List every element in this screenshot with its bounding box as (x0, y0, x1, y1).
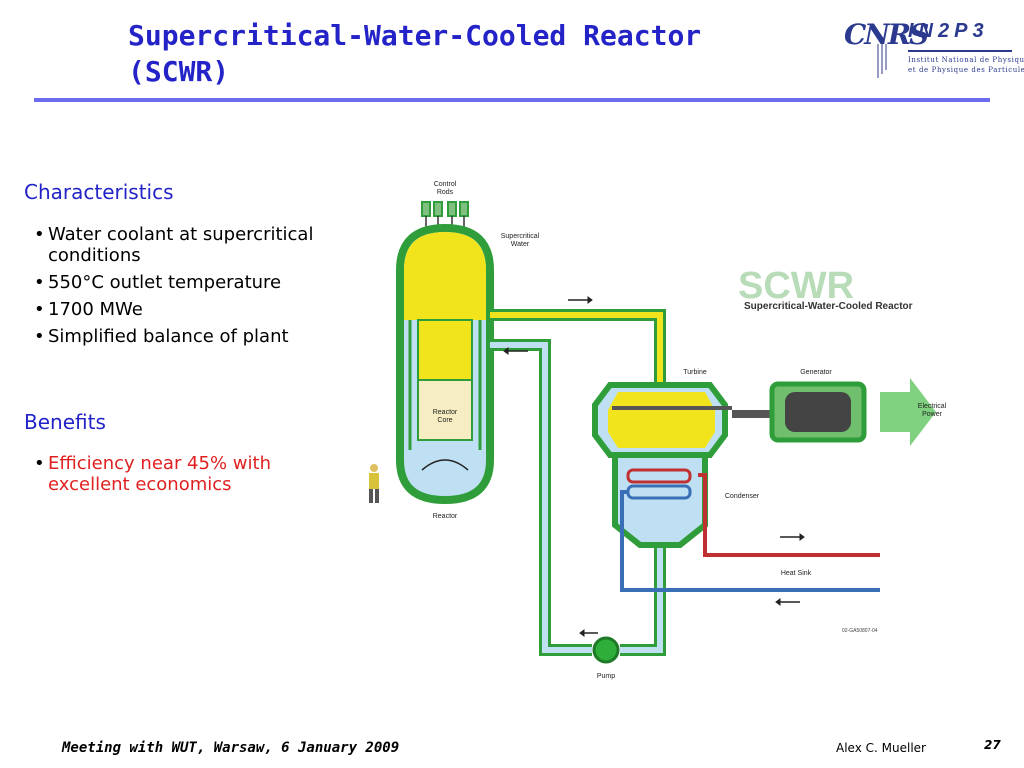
list-item: 1700 MWe (32, 299, 368, 320)
footer-author: Alex C. Mueller (836, 741, 926, 755)
label-reactor-core-1: Reactor (433, 409, 458, 416)
turbine (592, 382, 732, 458)
list-item: 550°C outlet temperature (32, 272, 368, 293)
label-control-rods-1: Control (434, 181, 457, 188)
label-control-rods-2: Rods (437, 189, 454, 196)
label-condenser: Condenser (725, 493, 760, 500)
flow-arrows (503, 296, 805, 637)
benefits-list: Efficiency near 45% with excellent econo… (32, 453, 342, 501)
footer-meeting: Meeting with WUT, Warsaw, 6 January 2009 (62, 740, 400, 756)
label-electrical-1: Electrical (918, 403, 947, 410)
characteristics-list: Water coolant at supercritical condition… (32, 224, 368, 353)
pump-icon (592, 636, 620, 664)
title-divider (34, 98, 990, 102)
cnrs-logo-mark (877, 44, 887, 78)
title-line-1: Supercritical-Water-Cooled Reactor (128, 19, 702, 52)
slide-title: Supercritical-Water-Cooled Reactor (SCWR… (128, 18, 768, 90)
label-reactor-core-2: Core (437, 417, 452, 424)
label-turbine: Turbine (683, 369, 707, 376)
label-heat-sink: Heat Sink (781, 570, 812, 577)
in2p3-logo-text: IN2P3 (908, 20, 989, 42)
label-supercritical-2: Water (511, 241, 530, 248)
cold-leg-pipe (490, 339, 666, 656)
condenser (612, 452, 708, 548)
label-reactor: Reactor (433, 513, 458, 520)
benefits-heading: Benefits (24, 410, 106, 434)
list-item: Water coolant at supercritical condition… (32, 224, 368, 266)
cnrs-logo-text: CNRS (844, 18, 929, 51)
logo-subtitle-2: et de Physique des Particules (908, 66, 1024, 74)
scwr-diagram: SCWR Supercritical-Water-Cooled Reactor … (369, 181, 947, 680)
characteristics-heading: Characteristics (24, 180, 174, 204)
scwr-watermark: SCWR (738, 265, 854, 307)
label-pump: Pump (597, 673, 615, 680)
person-scale-icon (369, 464, 379, 503)
label-supercritical-1: Supercritical (501, 233, 540, 240)
scwr-full-label: Supercritical-Water-Cooled Reactor (744, 301, 913, 312)
list-item: Simplified balance of plant (32, 326, 368, 347)
diagram-code: 02-GA50807-04 (842, 628, 878, 634)
label-generator: Generator (800, 369, 832, 376)
reactor-vessel (396, 223, 494, 505)
title-line-2: (SCWR) (128, 55, 230, 88)
heat-sink-pipes (620, 473, 880, 592)
logo-divider (908, 50, 1012, 52)
label-electrical-2: Power (922, 411, 943, 418)
page-number: 27 (984, 738, 1001, 752)
hot-leg-pipe (490, 309, 666, 395)
list-item: Efficiency near 45% with excellent econo… (32, 453, 342, 495)
generator (732, 378, 936, 446)
logo-subtitle-1: Institut National de Physique Nucléaire (908, 56, 1024, 64)
